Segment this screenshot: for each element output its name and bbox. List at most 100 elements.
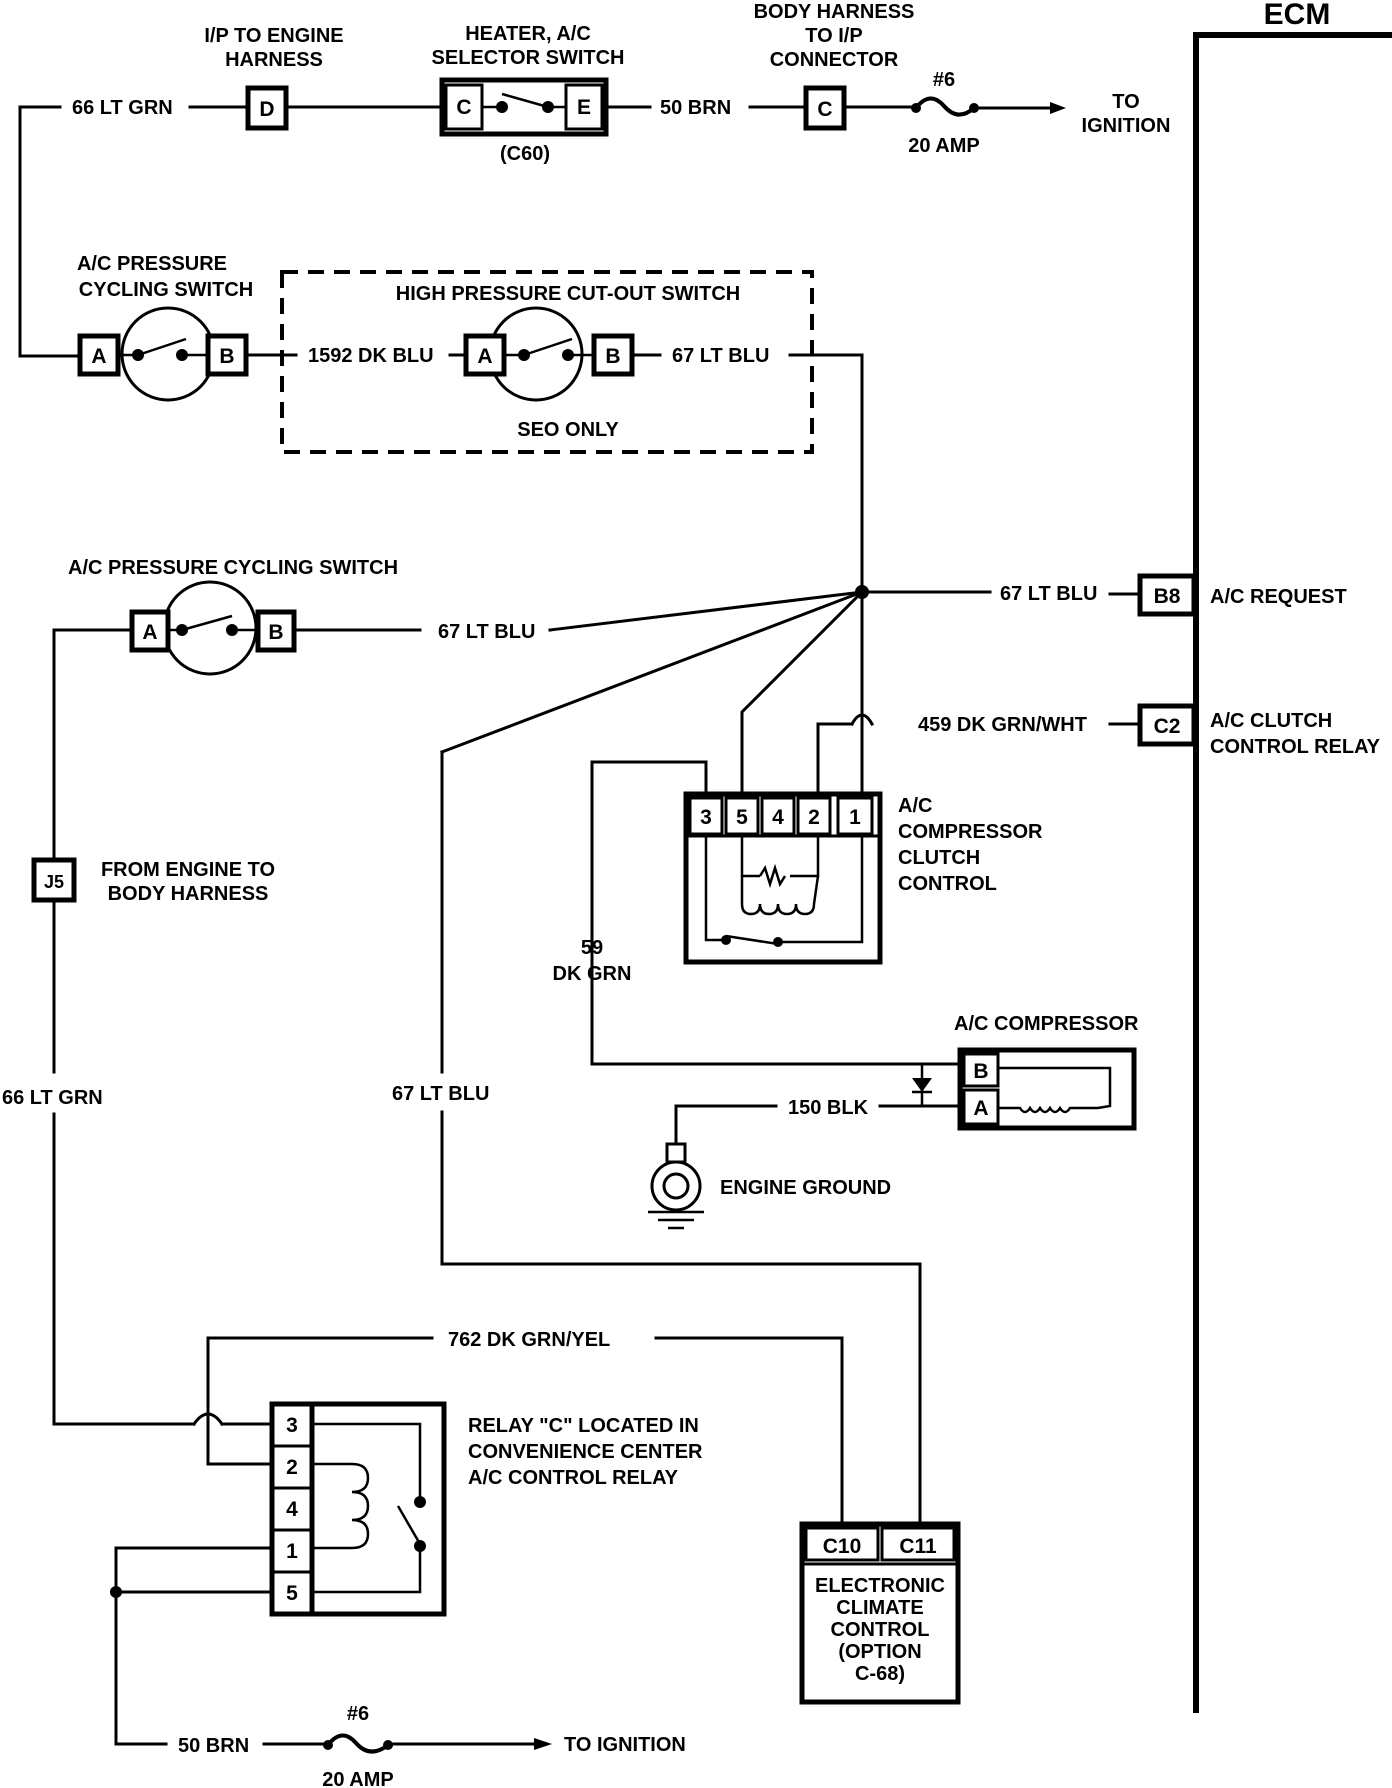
- selector-pin-e: E: [577, 96, 591, 119]
- clutch-label-2: COMPRESSOR: [898, 821, 1043, 843]
- body-harness-title-1: BODY HARNESS: [754, 1, 915, 23]
- ip-harness-pin: D: [259, 98, 274, 121]
- wire-66-lt-grn-top: [18, 105, 80, 358]
- to-ignition-top-2: IGNITION: [1082, 115, 1171, 137]
- high-pressure-title: HIGH PRESSURE CUT-OUT SWITCH: [396, 283, 740, 305]
- selector-pin-c: C: [456, 96, 471, 119]
- wire-label-66-lt-grn: 66 LT GRN: [72, 97, 173, 119]
- wire-label-67-lower: 67 LT BLU: [392, 1083, 489, 1105]
- to-ignition-top-1: TO: [1112, 91, 1139, 113]
- wire-to-switch-2: [548, 590, 864, 632]
- relay-pin-column: [269, 1401, 315, 1617]
- arrow-icon: [534, 1738, 552, 1750]
- wire-762: [206, 1336, 434, 1426]
- fuse-rating-bottom: 20 AMP: [322, 1769, 394, 1788]
- diode-icon: [912, 1064, 932, 1106]
- clutch-control-pins: 3 5 4 2 1: [688, 796, 874, 836]
- ecm-label-clutch-2: CONTROL RELAY: [1210, 736, 1381, 758]
- ecm-module: ECM: [1193, 0, 1392, 1713]
- pressure-switch-1-pin-b: B: [219, 345, 234, 368]
- pressure-switch-2: A/C PRESSURE CYCLING SWITCH A B 67 LT BL…: [52, 557, 552, 870]
- wire-relay-1: [114, 1546, 274, 1746]
- clutch-pin-4: 4: [772, 806, 784, 829]
- body-harness-pin: C: [817, 98, 832, 121]
- relay-label-3: A/C CONTROL RELAY: [468, 1467, 679, 1489]
- pressure-switch-1-title-2: CYCLING SWITCH: [79, 279, 253, 301]
- switch-blade: [501, 92, 549, 109]
- j5-connector-group: J5 FROM ENGINE TO BODY HARNESS 66 LT GRN: [2, 857, 276, 1427]
- wire-59-label-2: DK GRN: [553, 963, 632, 985]
- ip-harness-title-1: I/P TO ENGINE: [204, 25, 343, 47]
- fuse-icon: [323, 1733, 393, 1754]
- clutch-label-3: CLUTCH: [898, 847, 980, 869]
- clutch-pin-3: 3: [700, 806, 712, 829]
- ecm-pin-c2: C2: [1154, 715, 1181, 738]
- ecc-label-4: (OPTION: [838, 1641, 921, 1663]
- fuse-number-top: #6: [933, 69, 955, 91]
- relay-label-1: RELAY "C" LOCATED IN: [468, 1415, 699, 1437]
- ac-compressor: A/C COMPRESSOR B A 150 BLK ENGINE GROUND: [590, 1013, 1139, 1230]
- wire-label-762: 762 DK GRN/YEL: [448, 1329, 610, 1351]
- ecc-label-1: ELECTRONIC: [815, 1575, 945, 1597]
- fuse-icon: [911, 96, 979, 117]
- clutch-pin-5: 5: [736, 806, 748, 829]
- wire-59-label-1: 59: [581, 937, 603, 959]
- body-harness-title-3: CONNECTOR: [770, 49, 899, 71]
- relay-pin-5: 5: [286, 1582, 298, 1605]
- high-pressure-pin-b: B: [605, 345, 620, 368]
- seo-note: SEO ONLY: [517, 419, 619, 441]
- pressure-switch-2-title: A/C PRESSURE CYCLING SWITCH: [68, 557, 398, 579]
- to-ignition-bottom: TO IGNITION: [564, 1734, 686, 1756]
- wire-67-to-c11: [440, 1110, 922, 1526]
- bottom-circuit: 50 BRN #6 20 AMP TO IGNITION: [114, 1703, 686, 1788]
- wire-crossover: [849, 713, 875, 727]
- wire-459: [816, 722, 854, 796]
- selector-title-1: HEATER, A/C: [465, 23, 591, 45]
- clutch-pin-2: 2: [808, 806, 820, 829]
- relay-pin-3: 3: [286, 1414, 298, 1437]
- relay-c: 762 DK GRN/YEL 3 2 4 1 5 RELAY "C" LOCAT…: [110, 1329, 844, 1746]
- splice-point: [110, 1586, 122, 1598]
- ecc-label-3: CONTROL: [831, 1619, 930, 1641]
- relay-nc-lead: [312, 1422, 422, 1500]
- compressor-title: A/C COMPRESSOR: [954, 1013, 1139, 1035]
- pressure-switch-1-title-1: A/C PRESSURE: [77, 253, 227, 275]
- splice-network: 67 LT BLU B8 A/C REQUEST 459 DK GRN/WHT …: [440, 573, 1381, 796]
- wire-label-66-left: 66 LT GRN: [2, 1087, 103, 1109]
- arrow-icon: [1050, 102, 1066, 114]
- ecm-pin-c2-box: [1137, 703, 1197, 747]
- relay-pin-4: 4: [286, 1498, 298, 1521]
- wire-67-mid-run: 67 LT BLU: [392, 750, 922, 1526]
- wire-label-1592: 1592 DK BLU: [308, 345, 434, 367]
- clutch-label-4: CONTROL: [898, 873, 997, 895]
- wire-label-50-brn-bottom: 50 BRN: [178, 1735, 249, 1757]
- coil-icon: [740, 875, 820, 916]
- pressure-switch-1: A/C PRESSURE CYCLING SWITCH A B: [77, 253, 298, 402]
- compressor-pin-a: A: [973, 1097, 988, 1120]
- wire-ground: [674, 1104, 778, 1146]
- relay-switch-blade: [396, 1505, 422, 1545]
- wire-label-67-ecm: 67 LT BLU: [1000, 583, 1097, 605]
- wire-label-459: 459 DK GRN/WHT: [918, 714, 1087, 736]
- body-harness-title-2: TO I/P: [805, 25, 862, 47]
- ecc-label-5: C-68): [855, 1663, 905, 1685]
- clutch-control: 3 5 4 2 1 A/C COMPRESSOR CLUTCH CONTROL …: [553, 760, 1043, 1066]
- ip-harness-title-2: HARNESS: [225, 49, 323, 71]
- j5-label-1: FROM ENGINE TO: [101, 859, 275, 881]
- wire-label-150-blk: 150 BLK: [788, 1097, 869, 1119]
- wire-label-67-top: 67 LT BLU: [672, 345, 769, 367]
- clutch-label-1: A/C: [898, 795, 932, 817]
- ecm-pin-b8-box: [1137, 573, 1197, 617]
- ecm-label-ac-request: A/C REQUEST: [1210, 586, 1347, 608]
- top-circuit: 66 LT GRN I/P TO ENGINE HARNESS D HEATER…: [18, 1, 1171, 358]
- selector-title-2: SELECTOR SWITCH: [432, 47, 625, 69]
- fuse-rating-top: 20 AMP: [908, 135, 980, 157]
- compressor-pin-b: B: [973, 1060, 988, 1083]
- relay-label-2: CONVENIENCE CENTER: [468, 1441, 703, 1463]
- wire-59-dk-grn: [590, 760, 708, 1066]
- relay-coil-icon: [351, 1462, 370, 1550]
- electronic-climate-control: C10 C11 ELECTRONIC CLIMATE CONTROL (OPTI…: [799, 1521, 961, 1705]
- fuse-number-bottom: #6: [347, 1703, 369, 1725]
- ecc-label-2: CLIMATE: [836, 1597, 923, 1619]
